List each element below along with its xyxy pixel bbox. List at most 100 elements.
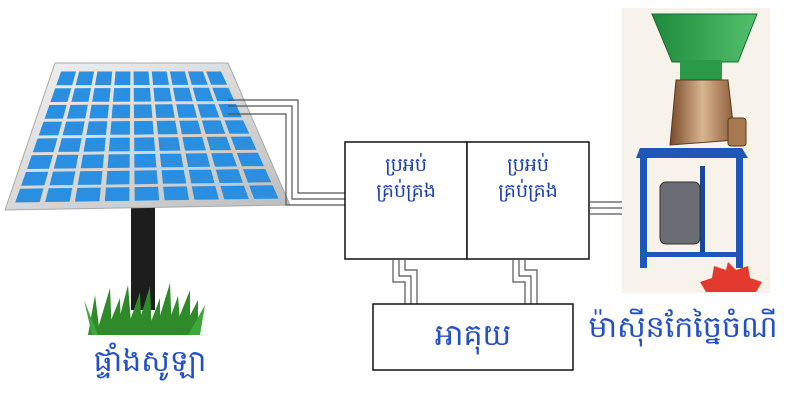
solar-cell bbox=[56, 71, 76, 86]
machine-leg-1 bbox=[640, 158, 647, 268]
machine-spout bbox=[727, 117, 747, 147]
machine-body bbox=[669, 79, 736, 146]
machine-neck bbox=[680, 60, 722, 82]
solar-cell bbox=[169, 71, 189, 85]
machine-table-top bbox=[636, 148, 748, 158]
controller-1-label: ប្រអប់ គ្រប់គ្រង bbox=[345, 152, 467, 204]
solar-cell bbox=[15, 188, 44, 203]
solar-cell bbox=[133, 88, 151, 102]
solar-cell bbox=[108, 137, 130, 152]
solar-panel-pole bbox=[131, 195, 155, 310]
controller-2-label: ប្រអប់ គ្រប់គ្រង bbox=[467, 152, 589, 204]
solar-cell bbox=[215, 169, 243, 183]
solar-cell bbox=[80, 154, 105, 169]
machine-label: ម៉ាស៊ីនកែច្នៃចំណី bbox=[588, 310, 778, 345]
machine-hopper bbox=[651, 13, 758, 63]
controller-box-2 bbox=[466, 141, 590, 260]
solar-cell bbox=[62, 121, 85, 136]
machine-leg-3 bbox=[700, 166, 705, 256]
battery-cables bbox=[392, 259, 538, 304]
solar-cell bbox=[179, 120, 202, 135]
solar-cell bbox=[161, 170, 187, 184]
solar-cell bbox=[173, 87, 193, 102]
machine-motor bbox=[659, 181, 701, 245]
solar-cell bbox=[50, 88, 72, 102]
solar-cell bbox=[107, 154, 130, 168]
solar-cell bbox=[134, 153, 157, 168]
solar-cell bbox=[153, 87, 172, 102]
solar-cell bbox=[106, 170, 130, 185]
solar-cell bbox=[206, 71, 228, 85]
solar-cell bbox=[236, 152, 264, 167]
solar-cell bbox=[133, 104, 153, 119]
solar-cell bbox=[243, 169, 272, 183]
solar-cell bbox=[86, 121, 108, 135]
solar-cell bbox=[89, 104, 109, 119]
solar-cell bbox=[191, 186, 219, 200]
controller-1-line2: គ្រប់គ្រង bbox=[376, 180, 436, 202]
solar-cell bbox=[92, 88, 111, 102]
solar-cell bbox=[44, 104, 67, 119]
solar-cell bbox=[77, 171, 103, 185]
gear-icon bbox=[700, 262, 762, 292]
solar-cell bbox=[192, 87, 214, 102]
solar-cell bbox=[206, 136, 232, 151]
controller-box-1 bbox=[344, 141, 468, 260]
solar-cell bbox=[104, 187, 130, 202]
solar-cell bbox=[176, 104, 198, 118]
solar-cell bbox=[249, 185, 279, 199]
solar-cell bbox=[134, 120, 154, 135]
solar-panel-label: ផ្ទាំងសូឡា bbox=[93, 344, 207, 379]
solar-cell bbox=[156, 120, 178, 135]
solar-cell bbox=[188, 71, 208, 85]
battery-label: អាគុយ bbox=[434, 318, 512, 353]
solar-cell bbox=[159, 153, 184, 168]
solar-cell bbox=[230, 136, 257, 150]
solar-cell bbox=[133, 71, 150, 85]
solar-panel-icon bbox=[4, 62, 291, 335]
controller-2-line2: គ្រប់គ្រង bbox=[498, 180, 558, 202]
solar-cell bbox=[188, 169, 215, 184]
solar-cell bbox=[53, 154, 79, 169]
solar-cell bbox=[111, 104, 131, 119]
solar-cell bbox=[110, 121, 130, 135]
feed-machine-icon bbox=[622, 8, 770, 293]
solar-cell bbox=[83, 137, 106, 152]
solar-cell bbox=[75, 71, 95, 86]
solar-cell bbox=[151, 71, 169, 85]
solar-cell bbox=[27, 155, 53, 169]
machine-leg-2 bbox=[736, 158, 743, 268]
controller-2-line1: ប្រអប់ bbox=[507, 154, 549, 176]
controller-1-line1: ប្រអប់ bbox=[385, 154, 427, 176]
solar-cell bbox=[114, 71, 131, 86]
solar-cell bbox=[220, 185, 249, 200]
solar-cell bbox=[134, 137, 156, 152]
machine-crossbar bbox=[645, 252, 739, 257]
solar-cell bbox=[212, 87, 235, 102]
solar-cell bbox=[38, 121, 63, 136]
solar-cell bbox=[224, 120, 250, 134]
solar-cell bbox=[158, 137, 181, 151]
solar-cell bbox=[113, 88, 131, 102]
solar-cell bbox=[134, 186, 160, 201]
battery-box bbox=[372, 303, 574, 371]
solar-cell bbox=[155, 104, 175, 118]
solar-cell bbox=[134, 170, 158, 185]
grass-icon bbox=[84, 283, 205, 335]
solar-cell bbox=[66, 104, 88, 119]
solar-cell bbox=[45, 188, 73, 202]
solar-cell bbox=[163, 186, 189, 201]
solar-cell bbox=[21, 171, 49, 186]
solar-cell bbox=[211, 153, 237, 167]
solar-cell bbox=[75, 187, 101, 202]
panel-cables bbox=[228, 99, 345, 206]
solar-cell bbox=[197, 104, 220, 118]
solar-cell bbox=[95, 71, 113, 86]
solar-cell bbox=[49, 171, 76, 186]
solar-cell bbox=[71, 88, 91, 102]
solar-cells bbox=[15, 71, 279, 203]
solar-cell bbox=[185, 153, 211, 167]
solar-cell bbox=[32, 138, 58, 153]
solar-cell bbox=[182, 136, 206, 151]
